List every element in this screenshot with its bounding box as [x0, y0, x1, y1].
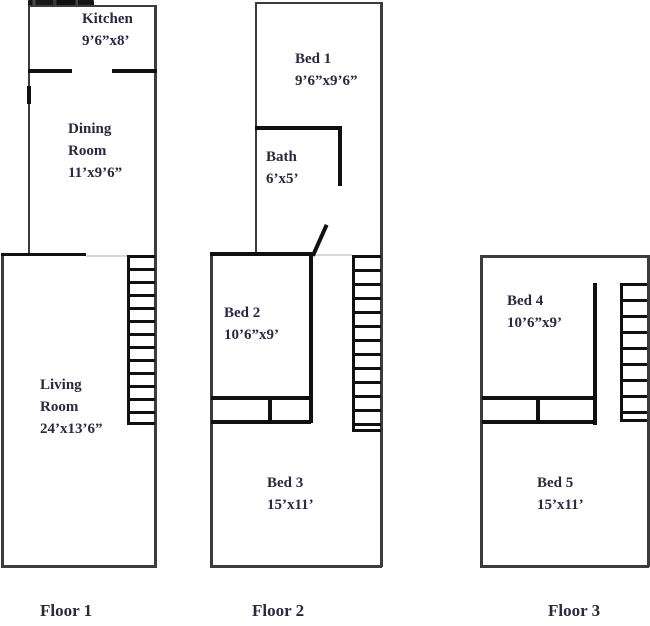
- room-dims: 11’x9’6”: [68, 165, 123, 181]
- room-label-bed2: Bed 2 10’6”x9’: [224, 302, 279, 346]
- room-label-living-room: Living Room 24’x13’6”: [40, 374, 103, 440]
- room-label-kitchen: Kitchen 9’6”x8’: [82, 8, 133, 52]
- bath-wall-vertical: [338, 126, 342, 186]
- floor1-living-top-wall: [1, 253, 86, 256]
- floor1-bottom-wall: [1, 565, 157, 568]
- room-name: Bed 3: [267, 475, 304, 491]
- floor3-closet-divider-wall: [536, 396, 540, 424]
- room-dims: 15’x11’: [537, 497, 584, 513]
- floor2-top-wall: [255, 2, 382, 4]
- floor1-right-wall: [154, 5, 157, 567]
- room-name: Bed 4: [507, 293, 544, 309]
- top-edge-smudge: [28, 0, 94, 6]
- room-label-dining-room: Dining Room 11’x9’6”: [68, 118, 122, 184]
- floor1-caption: Floor 1: [40, 601, 93, 620]
- floor1-passage-threshold: [86, 255, 127, 257]
- floor1-top-wall: [28, 5, 157, 7]
- floor2-lower-top-wall: [210, 252, 312, 256]
- room-label-bed3: Bed 3 15’x11’: [267, 472, 314, 516]
- kitchen-divider-wall-left: [28, 69, 72, 73]
- room-dims: 9’6”x9’6”: [295, 73, 358, 89]
- floor2-caption: Floor 2: [252, 601, 305, 620]
- room-name: Living: [40, 377, 82, 393]
- floor1-lower-left-wall: [1, 253, 4, 567]
- floor2-lower-left-wall: [210, 255, 213, 567]
- floor2-right-wall: [380, 2, 383, 567]
- floor1-left-wall-door-mark: [26, 86, 31, 104]
- room-name: Bed 2: [224, 305, 261, 321]
- room-dims: 6’x5’: [266, 171, 299, 187]
- room-label-bed5: Bed 5 15’x11’: [537, 472, 584, 516]
- floor2-staircase: [352, 255, 381, 432]
- room-name: Room: [68, 143, 107, 159]
- room-label-bed1: Bed 1 9’6”x9’6”: [295, 48, 358, 92]
- bed2-right-wall: [309, 255, 313, 423]
- floor1-staircase: [127, 255, 155, 425]
- floor2-door-leaf: [310, 223, 328, 257]
- floor3-caption: Floor 3: [548, 601, 601, 620]
- room-dims: 10’6”x9’: [507, 315, 562, 331]
- floor2-closet-divider-wall: [268, 396, 272, 424]
- room-name: Bath: [266, 149, 297, 165]
- floor3-bottom-wall: [480, 565, 649, 568]
- floor2-closet-top-wall: [211, 396, 311, 400]
- room-label-bath: Bath 6’x5’: [266, 146, 299, 190]
- floor2-closet-bottom-wall: [211, 420, 311, 424]
- room-dims: 10’6”x9’: [224, 327, 279, 343]
- room-name: Bed 1: [295, 51, 332, 67]
- floor2-door-threshold: [313, 254, 352, 256]
- room-dims: 9’6”x8’: [82, 33, 130, 49]
- floor3-left-wall: [480, 255, 483, 567]
- room-name: Room: [40, 399, 79, 415]
- bath-wall-horizontal: [255, 126, 341, 130]
- room-name: Kitchen: [82, 11, 133, 27]
- floor1-upper-left-wall: [28, 5, 30, 255]
- kitchen-divider-wall-right: [112, 69, 157, 73]
- room-name: Bed 5: [537, 475, 574, 491]
- floor3-staircase: [620, 283, 647, 422]
- room-dims: 24’x13’6”: [40, 421, 103, 437]
- room-dims: 15’x11’: [267, 497, 314, 513]
- floor3-right-wall: [647, 255, 650, 567]
- room-name: Dining: [68, 121, 112, 137]
- floor2-bottom-wall: [210, 565, 382, 568]
- bed4-right-wall: [593, 283, 597, 425]
- floor3-top-wall: [480, 255, 650, 258]
- room-label-bed4: Bed 4 10’6”x9’: [507, 290, 562, 334]
